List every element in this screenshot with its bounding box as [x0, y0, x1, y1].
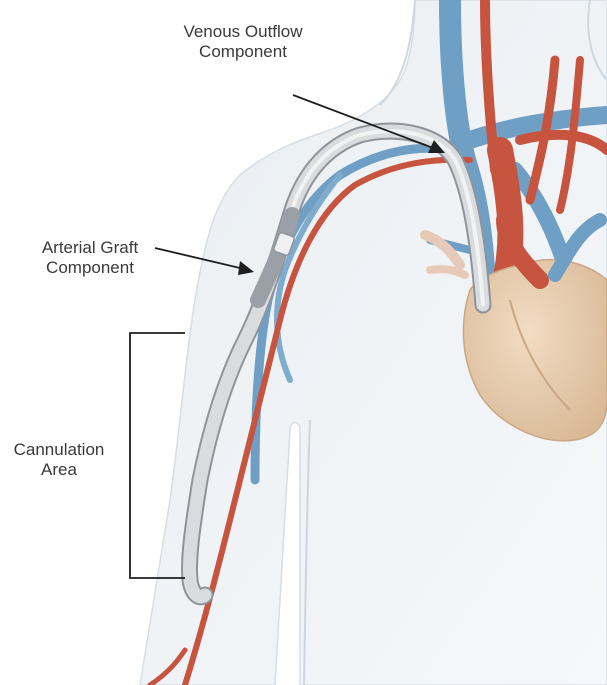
arterial-graft-label-line1: Arterial Graft — [20, 238, 160, 258]
arterial-graft-label: Arterial Graft Component — [20, 238, 160, 278]
venous-outflow-label-line1: Venous Outflow — [168, 22, 318, 42]
venous-outflow-label-line2: Component — [168, 42, 318, 62]
cannulation-area-label-line2: Area — [4, 460, 114, 480]
cannulation-area-label-line1: Cannulation — [4, 440, 114, 460]
venous-outflow-label: Venous Outflow Component — [168, 22, 318, 62]
arterial-graft-label-line2: Component — [20, 258, 160, 278]
cannulation-area-label: Cannulation Area — [4, 440, 114, 480]
